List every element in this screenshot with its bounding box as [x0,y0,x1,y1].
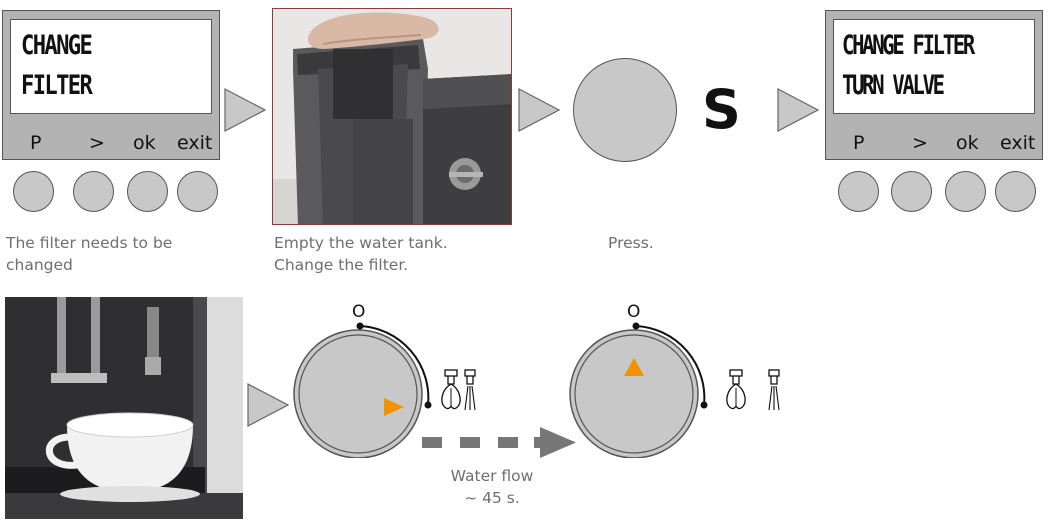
display-line-1: CHANGE [21,30,93,61]
arrow-right-icon [247,383,290,427]
water-flow-label-line-2: ~ 45 s. [464,489,520,507]
button-label-next: > [89,132,105,154]
display-screen: CHANGE FILTER TURN VALVE [833,19,1035,114]
p-button[interactable] [13,171,54,212]
next-button[interactable] [891,171,932,212]
caption-step-1-line-1: The filter needs to be [6,234,173,252]
caption-step-2-line-1: Empty the water tank. [274,234,448,252]
button-label-ok: ok [133,132,156,154]
display-panel-turn-valve: CHANGE FILTER TURN VALVE P > ok exit [825,10,1043,160]
valve-off-mark: O [627,302,641,322]
water-tank-illustration [273,9,511,224]
photo-water-tank [272,8,512,225]
valve-off-mark: O [352,302,366,322]
button-label-next: > [912,132,928,154]
arrow-right-icon [224,88,267,132]
valve-dial-closed [569,322,708,458]
p-button[interactable] [838,171,879,212]
exit-button[interactable] [177,171,218,212]
arrow-right-icon [777,88,820,132]
button-label-p: P [853,132,865,154]
water-flow-label-line-1: Water flow [450,467,534,485]
steam-nozzle-icon [441,369,461,410]
exit-button[interactable] [995,171,1036,212]
display-panel-change-filter: CHANGE FILTER P > ok exit [2,10,220,160]
s-button-label: S [702,78,741,141]
button-label-p: P [30,132,42,154]
steam-nozzle-icon [726,369,746,410]
s-button[interactable] [573,58,677,162]
display-screen: CHANGE FILTER [10,19,212,114]
hot-water-nozzle-icon [768,369,780,411]
display-line-2: TURN VALVE [842,70,945,101]
display-line-2: FILTER [21,70,93,101]
caption-step-3: Press. [608,234,654,252]
water-flow-label: Water flow ~ 45 s. [442,465,542,509]
ok-button[interactable] [127,171,168,212]
caption-step-1: The filter needs to be changed [6,232,172,276]
caption-step-1-line-2: changed [6,256,73,274]
photo-cup-under-nozzle [5,297,243,519]
display-line-1: CHANGE FILTER [842,30,975,61]
arrow-right-icon [518,88,561,132]
button-label-exit: exit [177,132,213,154]
caption-step-2-line-2: Change the filter. [274,256,409,274]
button-label-exit: exit [1000,132,1036,154]
ok-button[interactable] [945,171,986,212]
hot-water-nozzle-icon [464,369,476,411]
button-label-ok: ok [956,132,979,154]
cup-illustration [5,297,243,519]
caption-step-2: Empty the water tank. Change the filter. [274,232,448,276]
next-button[interactable] [73,171,114,212]
valve-dial-open [293,322,432,458]
dashed-arrow-icon [422,427,576,458]
